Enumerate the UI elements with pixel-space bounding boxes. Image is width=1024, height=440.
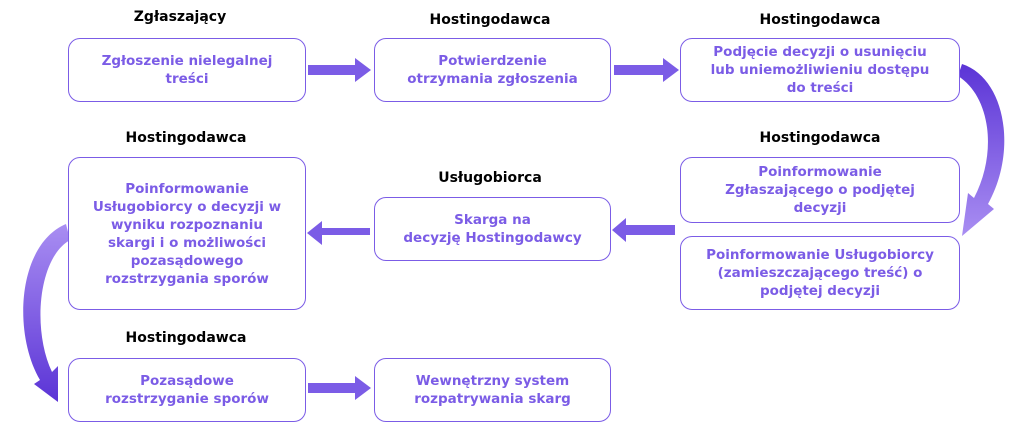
actor-label-2: Hostingodawca bbox=[429, 12, 551, 28]
actor-label-4: Hostingodawca bbox=[759, 130, 881, 146]
step-inform-service-user: Poinformowanie Usługobiorcy (zamieszczaj… bbox=[680, 236, 960, 310]
actor-label-8: Hostingodawca bbox=[125, 330, 247, 346]
actor-label-1: Zgłaszający bbox=[133, 9, 227, 25]
arrow-4-to-6 bbox=[612, 218, 675, 242]
step-complaint: Skarga na decyzję Hostingodawcy bbox=[374, 197, 611, 261]
step-confirm-receipt: Potwierdzenie otrzymania zgłoszenia bbox=[374, 38, 611, 102]
step-report-illegal-content: Zgłoszenie nielegalnej treści bbox=[68, 38, 306, 102]
arrow-1-to-2 bbox=[308, 58, 371, 82]
step-inform-reporter: Poinformowanie Zgłaszającego o podjętej … bbox=[680, 157, 960, 223]
step-out-of-court-dispute: Pozasądowe rozstrzyganie sporów bbox=[68, 358, 306, 422]
arrow-2-to-3 bbox=[614, 58, 679, 82]
actor-label-3: Hostingodawca bbox=[759, 12, 881, 28]
arrow-8-to-9 bbox=[308, 376, 371, 400]
step-decision-removal: Podjęcie decyzji o usunięciu lub uniemoż… bbox=[680, 38, 960, 102]
arrow-6-to-7 bbox=[307, 221, 370, 245]
actor-label-7: Hostingodawca bbox=[125, 130, 247, 146]
curved-arrow-right bbox=[958, 64, 1005, 236]
step-internal-complaint-system: Wewnętrzny system rozpatrywania skarg bbox=[374, 358, 611, 422]
curved-arrow-left bbox=[23, 224, 70, 402]
step-inform-complaint-decision: Poinformowanie Usługobiorcy o decyzji w … bbox=[68, 157, 306, 310]
actor-label-6: Usługobiorca bbox=[438, 170, 542, 186]
